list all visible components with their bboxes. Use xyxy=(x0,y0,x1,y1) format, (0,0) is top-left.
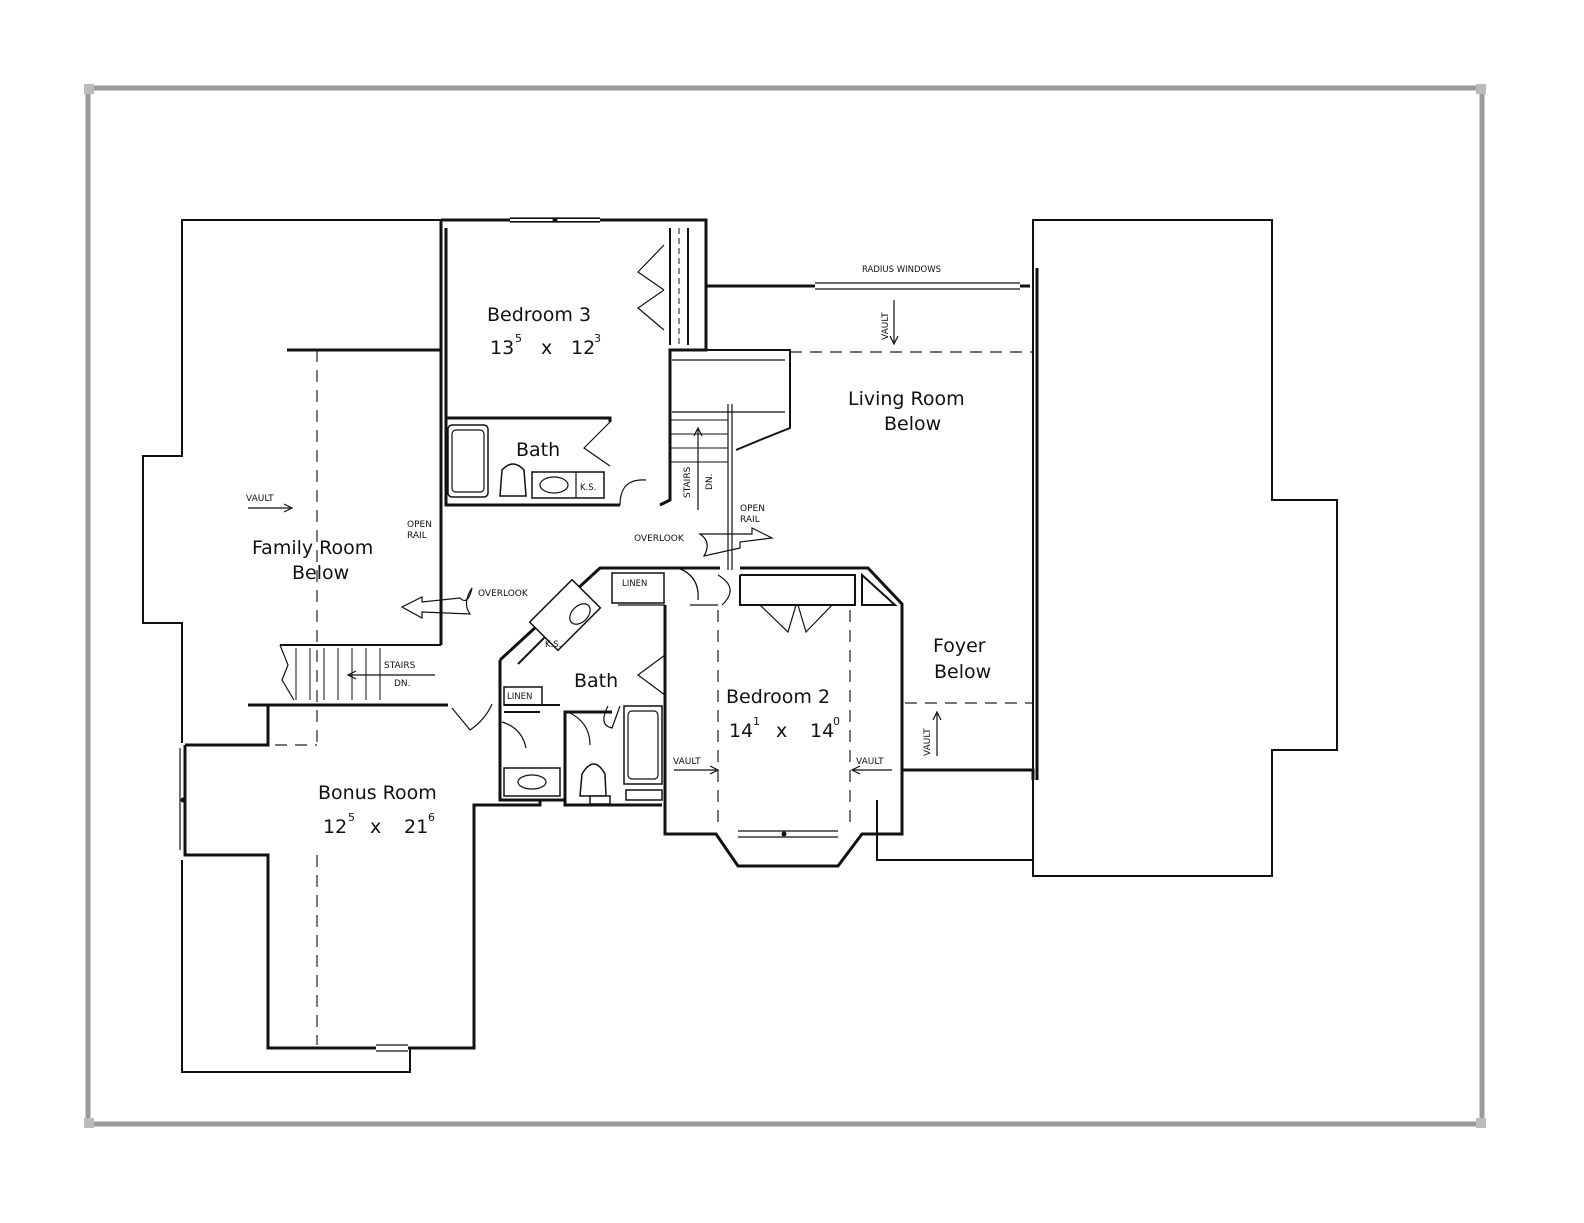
lower-bath-ks: K.S. xyxy=(545,640,561,650)
bedroom2-dim-b-sup: 0 xyxy=(833,715,840,728)
lower-bath: K.S. Bath LINEN LINEN xyxy=(498,566,666,807)
bedroom2-x: x xyxy=(776,720,787,742)
bedroom2-dim-a: 14 xyxy=(729,720,753,742)
bedroom3-x: x xyxy=(541,337,552,359)
bedroom2-vault-right: VAULT xyxy=(856,757,884,767)
bonus-x: x xyxy=(370,816,381,838)
stairs-left-label: STAIRS xyxy=(384,661,416,671)
center-open-rail-1: OPEN xyxy=(740,504,765,514)
family-room: VAULT OPEN RAIL Family Room Below OVERLO… xyxy=(246,220,529,745)
stairs-center-dn: DN. xyxy=(705,473,715,490)
bedroom3-dim-b-sup: 3 xyxy=(594,332,601,345)
living-line1: Living Room xyxy=(848,388,965,410)
page-border xyxy=(84,84,1486,1128)
upper-bath-ks: K.S. xyxy=(580,483,596,493)
bonus-dim-a-sup: 5 xyxy=(348,811,355,824)
lower-bath-name: Bath xyxy=(574,670,618,692)
living-vault: VAULT xyxy=(881,312,891,340)
foyer-line1: Foyer xyxy=(933,635,986,657)
bedroom-2: Bedroom 2 14 1 x 14 0 VAULT VAULT xyxy=(618,566,1035,868)
living-line2: Below xyxy=(884,413,941,435)
radius-windows: RADIUS WINDOWS xyxy=(862,265,941,275)
linen-lower: LINEN xyxy=(507,692,532,702)
bonus-room: Bonus Room 12 5 x 21 6 xyxy=(179,703,542,1052)
bedroom3-dim-a-sup: 5 xyxy=(515,332,522,345)
bedroom-3: Bedroom 3 13 5 x 12 3 xyxy=(441,217,708,507)
stairs-left: STAIRS DN. xyxy=(279,644,441,701)
bedroom3-dim-b: 12 xyxy=(571,337,595,359)
bedroom2-dim-a-sup: 1 xyxy=(753,715,760,728)
stairs-center: STAIRS DN. OPEN RAIL OVERLOOK xyxy=(634,349,791,570)
family-overlook: OVERLOOK xyxy=(478,589,529,599)
foyer-line2: Below xyxy=(934,661,991,683)
bonus-dim-a: 12 xyxy=(323,816,347,838)
foyer: Foyer Below VAULT xyxy=(905,635,1033,756)
bonus-name: Bonus Room xyxy=(318,782,437,804)
family-open-rail-1: OPEN xyxy=(407,520,432,530)
family-open-rail-2: RAIL xyxy=(407,531,427,541)
upper-bath: K.S. Bath xyxy=(444,420,647,506)
bonus-dim-b: 21 xyxy=(404,816,428,838)
upper-bath-name: Bath xyxy=(516,439,560,461)
center-open-rail-2: RAIL xyxy=(740,515,760,525)
bedroom2-vault-left: VAULT xyxy=(673,757,701,767)
center-overlook: OVERLOOK xyxy=(634,534,685,544)
bedroom3-name: Bedroom 3 xyxy=(487,304,591,326)
stairs-left-dn: DN. xyxy=(394,679,411,689)
living-room: RADIUS WINDOWS VAULT Living Room Below xyxy=(706,265,1039,780)
family-line2: Below xyxy=(292,562,349,584)
bedroom3-dim-a: 13 xyxy=(490,337,514,359)
bedroom2-dim-b: 14 xyxy=(810,720,834,742)
family-line1: Family Room xyxy=(252,537,373,559)
family-vault: VAULT xyxy=(246,494,274,504)
linen-upper: LINEN xyxy=(622,579,647,589)
stairs-center-label: STAIRS xyxy=(683,466,693,498)
bedroom2-name: Bedroom 2 xyxy=(726,686,830,708)
foyer-vault: VAULT xyxy=(923,728,933,756)
bonus-dim-b-sup: 6 xyxy=(428,811,435,824)
left-roof-outline xyxy=(142,219,1338,1073)
